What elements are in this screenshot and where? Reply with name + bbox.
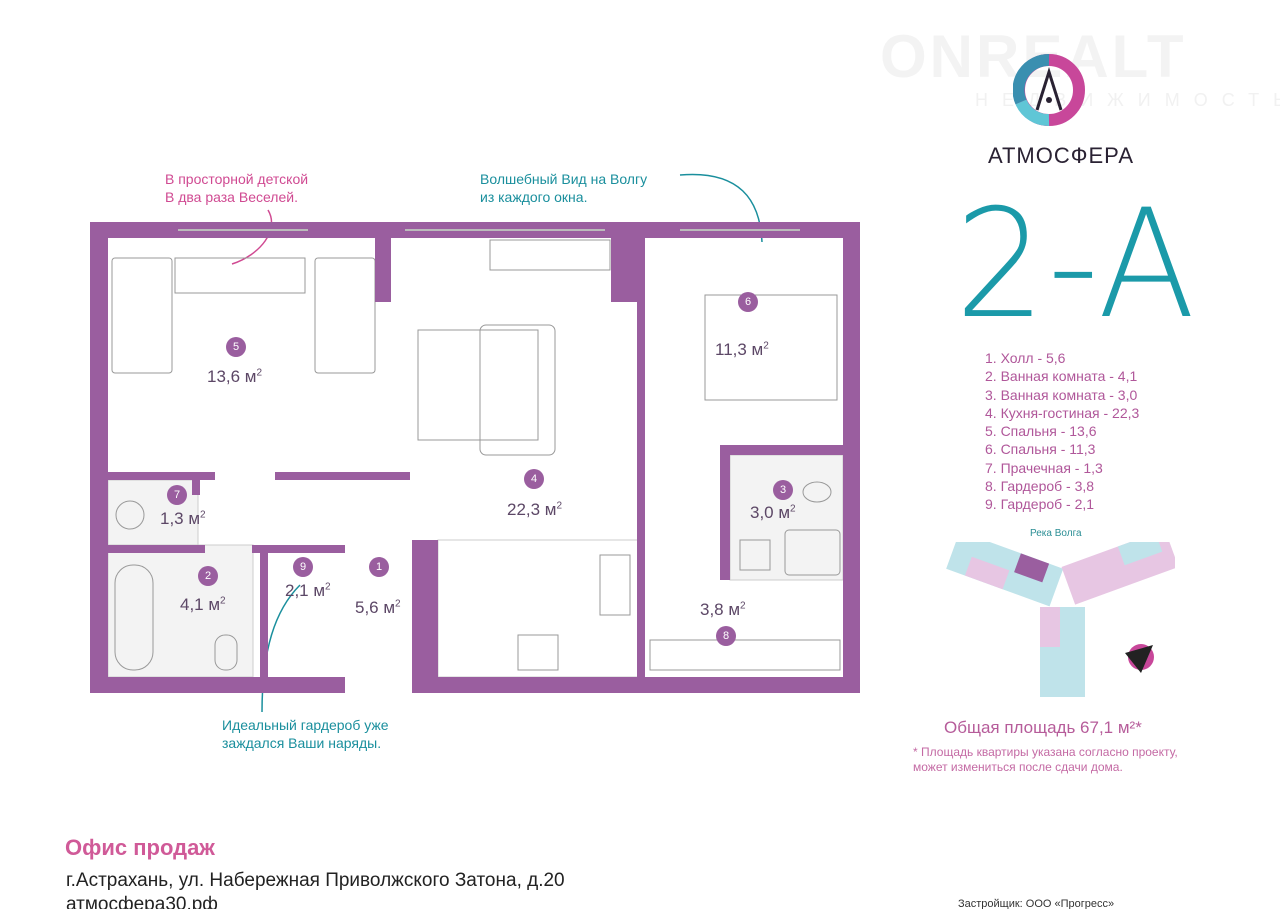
note-line: Идеальный гардероб уже xyxy=(222,717,389,733)
room-number-4: 4 xyxy=(524,469,544,489)
room-area-1: 5,6 м2 xyxy=(355,598,401,617)
room-area-7: 1,3 м2 xyxy=(160,509,206,528)
legend-item: 3. Ванная комната - 3,0 xyxy=(985,386,1138,403)
total-area: Общая площадь 67,1 м²* xyxy=(944,718,1142,737)
brand-logo xyxy=(1013,53,1085,126)
walls xyxy=(90,222,860,693)
floor-plan xyxy=(90,173,860,713)
legend-item: 1. Холл - 5,6 xyxy=(985,350,1066,366)
legend-item: 8. Гардероб - 3,8 xyxy=(985,478,1095,495)
website-link[interactable]: атмосфера30.рф xyxy=(66,894,218,909)
room-area-6: 11,3 м2 xyxy=(715,340,769,359)
apartment-title: 2-A xyxy=(955,178,1198,352)
note-kids-room: В просторной детской В два раза Веселей. xyxy=(165,170,308,206)
room-number-3: 3 xyxy=(773,480,793,500)
room-number-5: 5 xyxy=(226,337,246,357)
river-label: Река Волга xyxy=(1030,528,1082,539)
room-area-4: 22,3 м2 xyxy=(507,500,563,519)
office-address: г.Астрахань, ул. Набережная Приволжского… xyxy=(66,870,565,891)
legend-item: 5. Спальня - 13,6 xyxy=(985,423,1097,440)
room-number-8: 8 xyxy=(716,626,736,646)
arrow-kids xyxy=(231,209,273,265)
room-area-2: 4,1 м2 xyxy=(180,595,226,614)
brand-name: АТМОСФЕРА xyxy=(988,143,1134,168)
note-line: В просторной детской xyxy=(165,171,309,187)
room-area-3: 3,0 м2 xyxy=(750,503,796,522)
legend-item: 2. Ванная комната - 4,1 xyxy=(985,368,1138,385)
note-line: Волшебный Вид на Волгу xyxy=(480,171,648,187)
room-number-9: 9 xyxy=(293,557,313,577)
legend-item: 4. Кухня-гостиная - 22,3 xyxy=(985,404,1140,421)
developer-label: Застройщик: ООО «Прогресс» xyxy=(958,898,1115,909)
legend-item: 6. Спальня - 11,3 xyxy=(985,441,1096,458)
note-line: заждался Ваши наряды. xyxy=(222,735,382,751)
watermark-title: ONREALT xyxy=(880,23,1187,90)
room-area-8: 3,8 м2 xyxy=(700,600,746,619)
legend-item: 9. Гардероб - 2,1 xyxy=(985,496,1095,513)
highlighted-apartment xyxy=(1014,553,1050,583)
room-number-1: 1 xyxy=(369,557,389,577)
note-line: В два раза Веселей. xyxy=(165,189,298,205)
site-plan xyxy=(946,542,1175,697)
footnote-line: * Площадь квартиры указана согласно прое… xyxy=(913,745,1178,759)
room-legend: 1. Холл - 5,6 2. Ванная комната - 4,1 3.… xyxy=(985,349,1139,514)
note-line: из каждого окна. xyxy=(480,189,588,205)
legend-item: 7. Прачечная - 1,3 xyxy=(985,459,1103,476)
area-footnote: * Площадь квартиры указана согласно прое… xyxy=(913,745,1178,775)
note-wardrobe: Идеальный гардероб уже заждался Ваши нар… xyxy=(222,716,389,752)
note-volga-view: Волшебный Вид на Волгу из каждого окна. xyxy=(480,170,647,206)
sales-office-title: Офис продаж xyxy=(65,835,215,860)
room-area-9: 2,1 м2 xyxy=(285,581,331,600)
room-area-5: 13,6 м2 xyxy=(207,367,263,386)
room-number-2: 2 xyxy=(198,566,218,586)
room-number-6: 6 xyxy=(738,292,758,312)
footnote-line: может измениться после сдачи дома. xyxy=(913,760,1123,774)
watermark-subtitle: НЕДВИЖИМОСТЬ xyxy=(975,90,1280,110)
room-number-7: 7 xyxy=(167,485,187,505)
